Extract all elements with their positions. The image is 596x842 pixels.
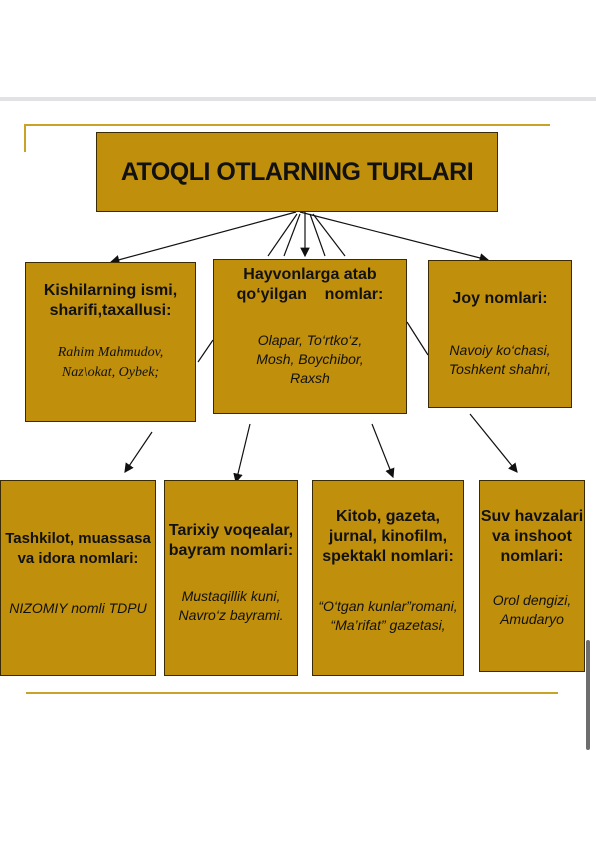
category-places: Joy nomlari: Navoiy ko‘chasi, Toshkent s… — [428, 260, 572, 408]
events-heading-1: Tarixiy voqealar, — [168, 522, 294, 539]
publications-heading-2: jurnal, kinofilm, — [328, 528, 448, 545]
side-line-left — [197, 339, 214, 363]
water-heading-3: nomlari: — [500, 548, 564, 565]
scrollbar[interactable] — [586, 640, 590, 750]
arrow-to-water — [469, 413, 518, 473]
fan-line-2 — [283, 213, 301, 257]
places-example-2: Toshkent shahri, — [448, 361, 552, 377]
category-animals: Hayvonlarga atab qo‘yilgan nomlar: Olapa… — [213, 259, 407, 414]
arrow-to-events — [233, 423, 251, 484]
publications-example-1: “O‘tgan kunlar”romani, — [318, 598, 458, 614]
fan-line-4 — [312, 213, 346, 257]
water-example-2: Amudaryo — [500, 611, 564, 627]
arrow-to-places — [299, 211, 490, 263]
persons-example-2: Naz\okat, Oybek; — [61, 365, 160, 380]
events-heading-2: bayram nomlari: — [168, 542, 294, 559]
publications-heading-3: spektakl nomlari: — [322, 548, 454, 565]
animals-example-2: Mosh, Boychibor, — [256, 351, 364, 367]
category-publications: Kitob, gazeta, jurnal, kinofilm, spektak… — [312, 480, 464, 676]
organizations-example: NIZOMIY nomli TDPU — [9, 600, 147, 616]
publications-heading-1: Kitob, gazeta, — [335, 508, 440, 525]
organizations-heading-1: Tashkilot, muassasa — [5, 530, 151, 547]
organizations-heading-2: va idora nomlari: — [17, 550, 139, 567]
animals-example-1: Olapar, To‘rtko‘z, — [257, 332, 363, 348]
fan-line-3 — [309, 213, 326, 257]
water-heading-2: va inshoot — [491, 528, 572, 545]
category-events: Tarixiy voqealar, bayram nomlari: Mustaq… — [164, 480, 298, 676]
water-heading-1: Suv havzalari — [480, 508, 584, 525]
category-persons: Kishilarning ismi, sharifi,taxallusi: Ra… — [25, 262, 196, 422]
top-divider — [0, 97, 596, 101]
animals-heading-2: qo‘yilgan nomlar: — [236, 286, 384, 303]
events-example-1: Mustaqillik kuni, — [181, 588, 281, 604]
diagram-title: ATOQLI OTLARNING TURLARI — [120, 157, 474, 186]
title-box: ATOQLI OTLARNING TURLARI — [96, 132, 498, 212]
persons-example-1: Rahim Mahmudov, — [57, 345, 164, 360]
bottom-accent-line — [26, 692, 558, 694]
places-example-1: Navoiy ko‘chasi, — [449, 342, 551, 358]
water-example-1: Orol dengizi, — [492, 592, 572, 608]
places-heading: Joy nomlari: — [452, 290, 548, 307]
arrow-to-persons — [109, 211, 297, 265]
persons-heading-2: sharifi,taxallusi: — [49, 302, 172, 319]
arrow-to-organizations — [124, 431, 153, 473]
top-accent-line — [24, 124, 550, 126]
side-line-right — [406, 321, 429, 356]
fan-line-1 — [267, 213, 298, 257]
events-example-2: Navro‘z bayrami. — [178, 607, 284, 623]
left-accent-tick — [24, 124, 26, 152]
publications-example-2: “Ma’rifat” gazetasi, — [330, 617, 446, 633]
arrow-to-publications — [371, 423, 395, 479]
animals-heading-1: Hayvonlarga atab — [243, 266, 377, 283]
persons-heading-1: Kishilarning ismi, — [43, 282, 178, 299]
category-water: Suv havzalari va inshoot nomlari: Orol d… — [479, 480, 585, 672]
category-organizations: Tashkilot, muassasa va idora nomlari: NI… — [0, 480, 156, 676]
animals-example-3: Raxsh — [290, 370, 330, 386]
